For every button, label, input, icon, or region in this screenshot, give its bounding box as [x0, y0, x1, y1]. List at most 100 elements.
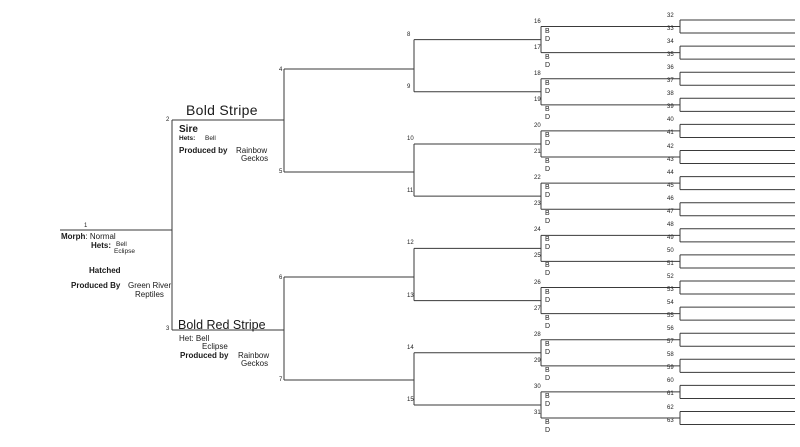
- subject-hets-line1: Bell: [116, 241, 127, 248]
- subject-morph-value: : Normal: [85, 232, 116, 241]
- sex-label-d: D: [545, 113, 551, 121]
- gen5-number: 19: [534, 96, 541, 103]
- sire-produced-label: Produced by: [179, 146, 228, 155]
- gen3-number: 6: [279, 275, 283, 281]
- gen3-number: 4: [279, 67, 283, 73]
- sex-label-d: D: [545, 348, 551, 356]
- gen4-number: 8: [407, 31, 411, 38]
- gen5-number: 20: [534, 122, 541, 129]
- gen5-number: 22: [534, 175, 541, 182]
- gen6-number: 34: [667, 39, 674, 46]
- sex-label-b: B: [545, 314, 550, 322]
- gen6-number: 59: [667, 365, 674, 372]
- sex-label-b: B: [545, 210, 550, 218]
- gen4-number: 11: [407, 188, 414, 195]
- gen6-number: 42: [667, 143, 674, 150]
- gen6-number: 49: [667, 234, 674, 241]
- gen5-number: 28: [534, 331, 541, 338]
- gen6-number: 37: [667, 78, 674, 85]
- sex-label-d: D: [545, 400, 551, 408]
- sex-label-b: B: [545, 366, 550, 374]
- gen6-number: 43: [667, 156, 674, 163]
- gen4-number: 13: [407, 292, 414, 299]
- sex-label-d: D: [545, 296, 551, 304]
- sex-label-b: B: [545, 340, 550, 348]
- gen6-number: 35: [667, 52, 674, 59]
- gen6-number: 52: [667, 274, 674, 280]
- subject-hatched-label: Hatched: [89, 266, 121, 275]
- gen6-number: 44: [667, 169, 674, 176]
- dam-number: 3: [166, 326, 170, 332]
- gen5-number: 31: [534, 410, 541, 417]
- sire-name: Bold Stripe: [186, 102, 258, 118]
- gen6-number: 39: [667, 104, 674, 111]
- sex-label-b: B: [545, 184, 550, 192]
- gen6-number: 41: [667, 130, 674, 137]
- sex-label-d: D: [545, 61, 551, 69]
- gen6-number: 51: [667, 260, 674, 267]
- gen6-number: 53: [667, 287, 674, 294]
- sex-label-b: B: [545, 262, 550, 270]
- sex-label-b: B: [545, 288, 550, 296]
- gen6-number: 32: [667, 13, 674, 19]
- sire-breeder-line1: Rainbow: [236, 146, 268, 155]
- subject-produced-label: Produced By: [71, 281, 121, 290]
- gen5-number: 30: [534, 383, 541, 390]
- sire-number: 2: [166, 117, 170, 123]
- dam-name: Bold Red Stripe: [178, 318, 266, 332]
- gen6-number: 57: [667, 339, 674, 346]
- gen6-number: 60: [667, 378, 674, 385]
- gen6-number: 58: [667, 352, 674, 359]
- gen6-number: 50: [667, 247, 674, 254]
- subject-breeder-line1: Green River: [128, 281, 172, 290]
- sex-label-d: D: [545, 139, 551, 147]
- gen4-number: 10: [407, 135, 414, 142]
- dam-produced-label: Produced by: [180, 351, 229, 360]
- gen6-number: 62: [667, 404, 674, 411]
- sex-label-b: B: [545, 79, 550, 87]
- gen6-number: 54: [667, 300, 674, 307]
- subject-hets-line2: Eclipse: [114, 248, 135, 255]
- sex-label-b: B: [545, 419, 550, 427]
- sire-hets-label: Hets:: [179, 135, 196, 142]
- gen6-number: 56: [667, 326, 674, 333]
- gen6-number: 46: [667, 195, 674, 202]
- gen5-number: 21: [534, 149, 541, 156]
- gen5-number: 16: [534, 18, 541, 25]
- sex-label-d: D: [545, 244, 551, 252]
- gen5-number: 25: [534, 253, 541, 260]
- gen5-number: 26: [534, 279, 541, 286]
- gen6-number: 48: [667, 221, 674, 228]
- gen5-number: 18: [534, 70, 541, 77]
- dam-het-line2: Eclipse: [202, 342, 228, 351]
- gen5-number: 17: [534, 44, 541, 51]
- gen5-number: 24: [534, 227, 541, 234]
- subject-morph: Morph: Normal: [61, 232, 116, 241]
- sex-label-b: B: [545, 236, 550, 244]
- sex-label-d: D: [545, 374, 551, 382]
- sex-label-b: B: [545, 158, 550, 166]
- gen3-number: 5: [279, 169, 283, 175]
- gen6-number: 40: [667, 117, 674, 124]
- gen6-number: 61: [667, 391, 674, 398]
- gen4-number: 14: [407, 344, 414, 351]
- subject-morph-label: Morph: [61, 232, 86, 241]
- sex-label-d: D: [545, 192, 551, 200]
- dam-breeder-line2: Geckos: [241, 359, 269, 368]
- subject-number: 1: [84, 223, 88, 229]
- gen6-number: 55: [667, 313, 674, 320]
- dam-breeder-line1: Rainbow: [238, 351, 270, 360]
- gen6-number: 45: [667, 182, 674, 189]
- subject-breeder-line2: Reptiles: [135, 290, 164, 299]
- gen6-number: 38: [667, 91, 674, 98]
- sex-label-d: D: [545, 35, 551, 43]
- sire-hets-value: Bell: [205, 135, 216, 142]
- gen6-number: 33: [667, 26, 674, 33]
- sex-label-d: D: [545, 87, 551, 95]
- sex-label-b: B: [545, 392, 550, 400]
- sex-label-b: B: [545, 105, 550, 113]
- sire-breeder-line2: Geckos: [241, 154, 269, 163]
- gen6-number: 47: [667, 208, 674, 215]
- gen5-number: 29: [534, 357, 541, 364]
